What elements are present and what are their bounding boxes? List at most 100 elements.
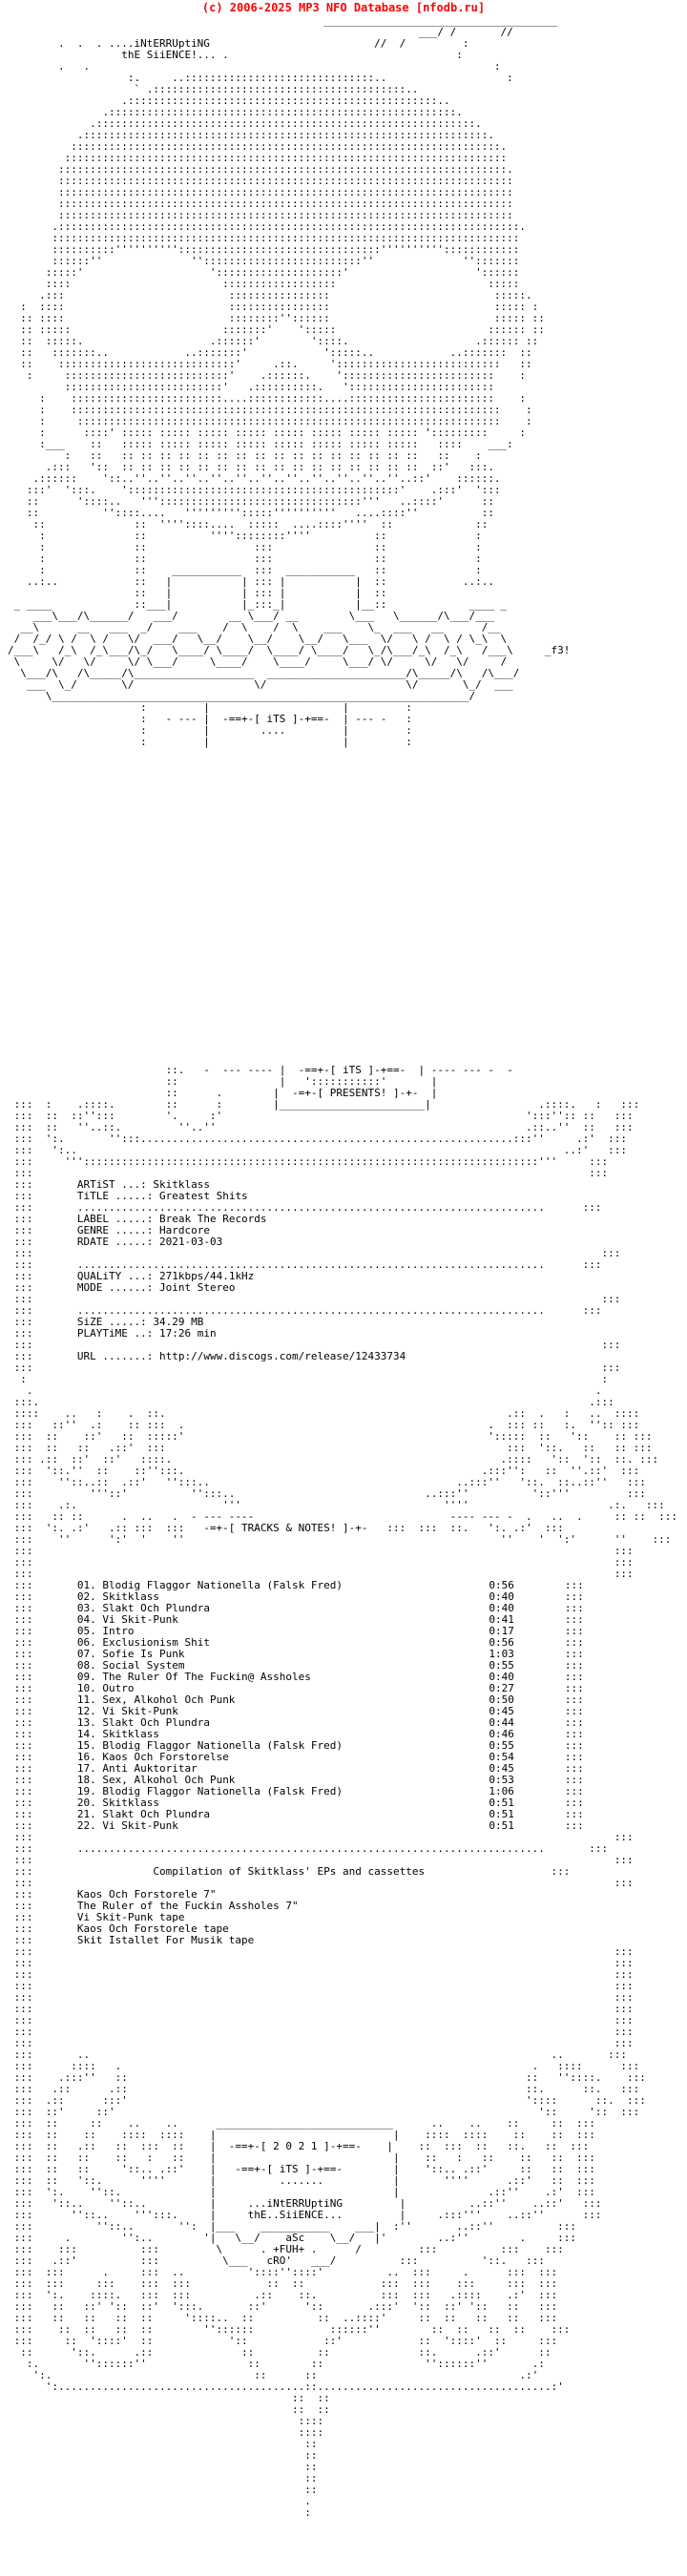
genre-value: Hardcore (158, 1224, 210, 1236)
note-item-2: The Ruler of the Fuckin Assholes 7" (76, 1900, 299, 1912)
track-number: 20. (76, 1797, 96, 1809)
track-row: 04. Vi Skit-Punk 0:41 (77, 1613, 514, 1626)
track-duration: 0:17 (489, 1625, 514, 1637)
track-number: 12. (76, 1705, 96, 1717)
title-label: TiTLE .....: (76, 1190, 154, 1202)
rdate-label: RDATE .....: (76, 1236, 154, 1248)
track-row: 05. Intro 0:17 (77, 1625, 514, 1637)
track-title: Sex, Alkohol Och Punk (102, 1774, 236, 1786)
label-value: Break The Records (158, 1213, 267, 1225)
track-title: Exclusionism Shit (102, 1636, 210, 1649)
track-row: 13. Slakt Och Plundra 0:44 (77, 1716, 514, 1729)
footer-its: -==+-[ iTS ]-+==- (235, 2163, 344, 2175)
track-duration: 0:51 (489, 1808, 514, 1820)
quality-value: 271kbps/44.1kHz (158, 1270, 255, 1282)
track-title: Outro (102, 1682, 135, 1694)
note-item-1: Kaos Och Forstorele 7" (76, 1888, 217, 1901)
size-value: 34.29 MB (153, 1316, 204, 1328)
group-name-line2: thE SiiENCE!... . (121, 49, 229, 61)
footer-art: ::: :: :: .. .. ________________________… (13, 2117, 602, 2519)
track-number: 13. (76, 1716, 96, 1729)
track-number: 08. (76, 1659, 96, 1672)
track-title: Skitklass (102, 1797, 159, 1809)
track-duration: 0:40 (489, 1602, 514, 1614)
track-title: Slakt Och Plundra (102, 1808, 210, 1820)
notes-section: ::: ::: ::: ............................… (13, 1831, 646, 2118)
playtime-label: PLAYTiME ..: (76, 1327, 154, 1340)
track-title: Vi Skit-Punk (102, 1613, 178, 1626)
track-row: 19. Blodig Flaggor Nationella (Falsk Fre… (77, 1785, 514, 1797)
label-label: LABEL .....: (76, 1213, 154, 1225)
track-title: Blodig Flaggor Nationella (Falsk Fred) (102, 1785, 344, 1797)
quality-label: QUALiTY ...: (76, 1270, 154, 1282)
track-title: Sofie Is Punk (102, 1648, 185, 1660)
track-duration: 0:41 (489, 1613, 514, 1626)
track-title: Vi Skit-Punk (102, 1705, 178, 1717)
track-number: 04. (76, 1613, 96, 1626)
footer-year: -==+-[ 2 0 2 1 ]-+==- (228, 2140, 362, 2152)
note-item-5: Skit Istallet For Musik tape (76, 1934, 255, 1946)
track-duration: 0:45 (489, 1705, 514, 1717)
track-number: 11. (76, 1693, 96, 1706)
track-duration: 0:50 (489, 1693, 514, 1706)
track-title: Slakt Och Plundra (102, 1716, 210, 1729)
rdate-value: 2021-03-03 (158, 1236, 223, 1248)
track-title: Skitklass (102, 1590, 159, 1603)
track-number: 14. (76, 1728, 96, 1740)
track-title: Skitklass (102, 1728, 159, 1740)
footer-credit1: aSc (285, 2232, 305, 2244)
track-number: 01. (76, 1579, 96, 1591)
track-title: Blodig Flaggor Nationella (Falsk Fred) (102, 1579, 344, 1591)
track-title: Vi Skit-Punk (102, 1819, 178, 1832)
track-duration: 0:44 (489, 1716, 514, 1729)
track-number: 21. (76, 1808, 96, 1820)
track-number: 02. (76, 1590, 96, 1603)
track-number: 10. (76, 1682, 96, 1694)
artist-value: Skitklass (153, 1178, 210, 1191)
playtime-value: 17:26 min (158, 1327, 217, 1340)
track-duration: 0:51 (489, 1797, 514, 1809)
track-duration: 1:06 (489, 1785, 514, 1797)
track-title: Intro (102, 1625, 135, 1637)
track-title: Anti Auktoritar (102, 1762, 198, 1775)
mode-value: Joint Stereo (158, 1281, 236, 1294)
track-duration: 0:40 (489, 1671, 514, 1683)
track-row: 21. Slakt Och Plundra 0:51 (77, 1808, 514, 1820)
track-title: Slakt Och Plundra (102, 1602, 210, 1614)
track-number: 22. (76, 1819, 96, 1832)
presents-box: ::. - --- ---- | -==+-[ iTS ]-+==- | ---… (8, 1064, 640, 1179)
track-duration: 0:54 (489, 1751, 514, 1763)
track-number: 19. (76, 1785, 96, 1797)
track-title: Blodig Flaggor Nationella (Falsk Fred) (102, 1739, 344, 1752)
track-duration: 1:03 (489, 1648, 514, 1660)
title-value: Greatest Shits (158, 1190, 248, 1202)
track-number: 15. (76, 1739, 96, 1752)
track-duration: 0:55 (489, 1739, 514, 1752)
tracks-header: -=+-[ TRACKS & NOTES! ]-+- (203, 1522, 368, 1534)
presents-label: -=+-[ PRESENTS! ]-+- (292, 1087, 419, 1099)
track-duration: 0:56 (489, 1579, 514, 1591)
track-number: 06. (76, 1636, 96, 1649)
artist-label: ARTiST ...: (76, 1178, 147, 1191)
track-row: 01. Blodig Flaggor Nationella (Falsk Fre… (77, 1579, 514, 1591)
footer-credit2: +FUH+ (273, 2243, 305, 2255)
track-row: 20. Skitklass 0:51 (77, 1797, 514, 1809)
track-number: 05. (76, 1625, 96, 1637)
track-row: 12. Vi Skit-Punk 0:45 (77, 1705, 514, 1717)
note-item-4: Kaos Och Forstorele tape (76, 1922, 229, 1935)
skull-ascii-art: _____________________________________ __… (8, 15, 571, 748)
url-label: URL .......: (76, 1350, 154, 1362)
notes-heading: Compilation of Skitklass' EPs and casset… (153, 1865, 426, 1878)
footer-group2: thE..SiiENCE... (247, 2209, 344, 2221)
track-duration: 0:53 (489, 1774, 514, 1786)
footer-group1: ...iNtERRUptiNG (247, 2197, 344, 2210)
